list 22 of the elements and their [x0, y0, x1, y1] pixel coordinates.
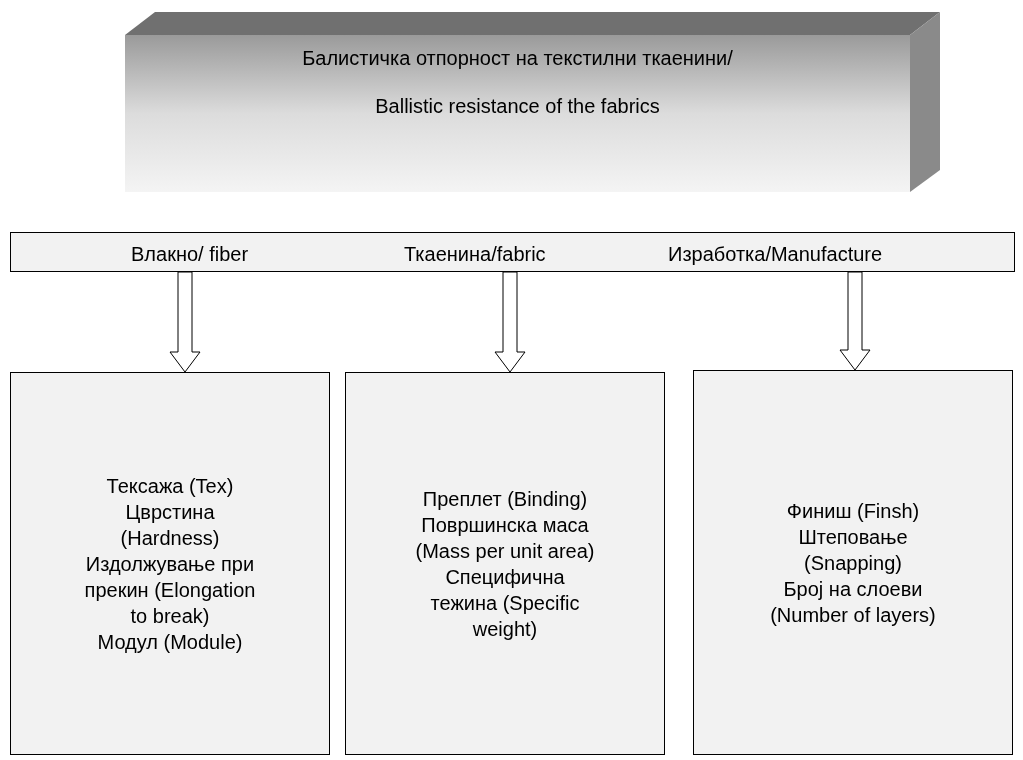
property-text: Специфична тежина (Specific weight) [429, 564, 581, 642]
category-label: Ткаенина/fabric [404, 242, 546, 267]
property-text: Штеповање (Snapping) [797, 524, 909, 576]
property-text: Број на слоеви (Number of layers) [769, 576, 937, 628]
hollow-arrow [494, 271, 526, 373]
property-text: Преплет (Binding) [421, 486, 589, 512]
property-text: Издолжување при прекин (Elongation to break) [83, 551, 257, 629]
title-text: Ballistic resistance of the fabrics [375, 94, 660, 119]
category-label: Изработка/Manufacture [668, 242, 883, 267]
title-text: Балистичка отпорност на текстилни ткаенини/ [302, 46, 733, 71]
property-text: Тексажа (Tex) [105, 473, 235, 499]
hollow-arrow [169, 271, 201, 373]
property-text: Модул (Module) [96, 629, 244, 655]
property-box [345, 372, 665, 755]
property-text: Цврстина (Hardness) [119, 499, 221, 551]
property-text: Површинска маса (Mass per unit area) [414, 512, 596, 564]
property-box [693, 370, 1013, 755]
category-label: Влакно/ fiber [131, 242, 249, 267]
property-text: Финиш (Finsh) [785, 498, 921, 524]
property-box [10, 372, 330, 755]
category-band [10, 232, 1015, 272]
hollow-arrow [839, 271, 871, 371]
